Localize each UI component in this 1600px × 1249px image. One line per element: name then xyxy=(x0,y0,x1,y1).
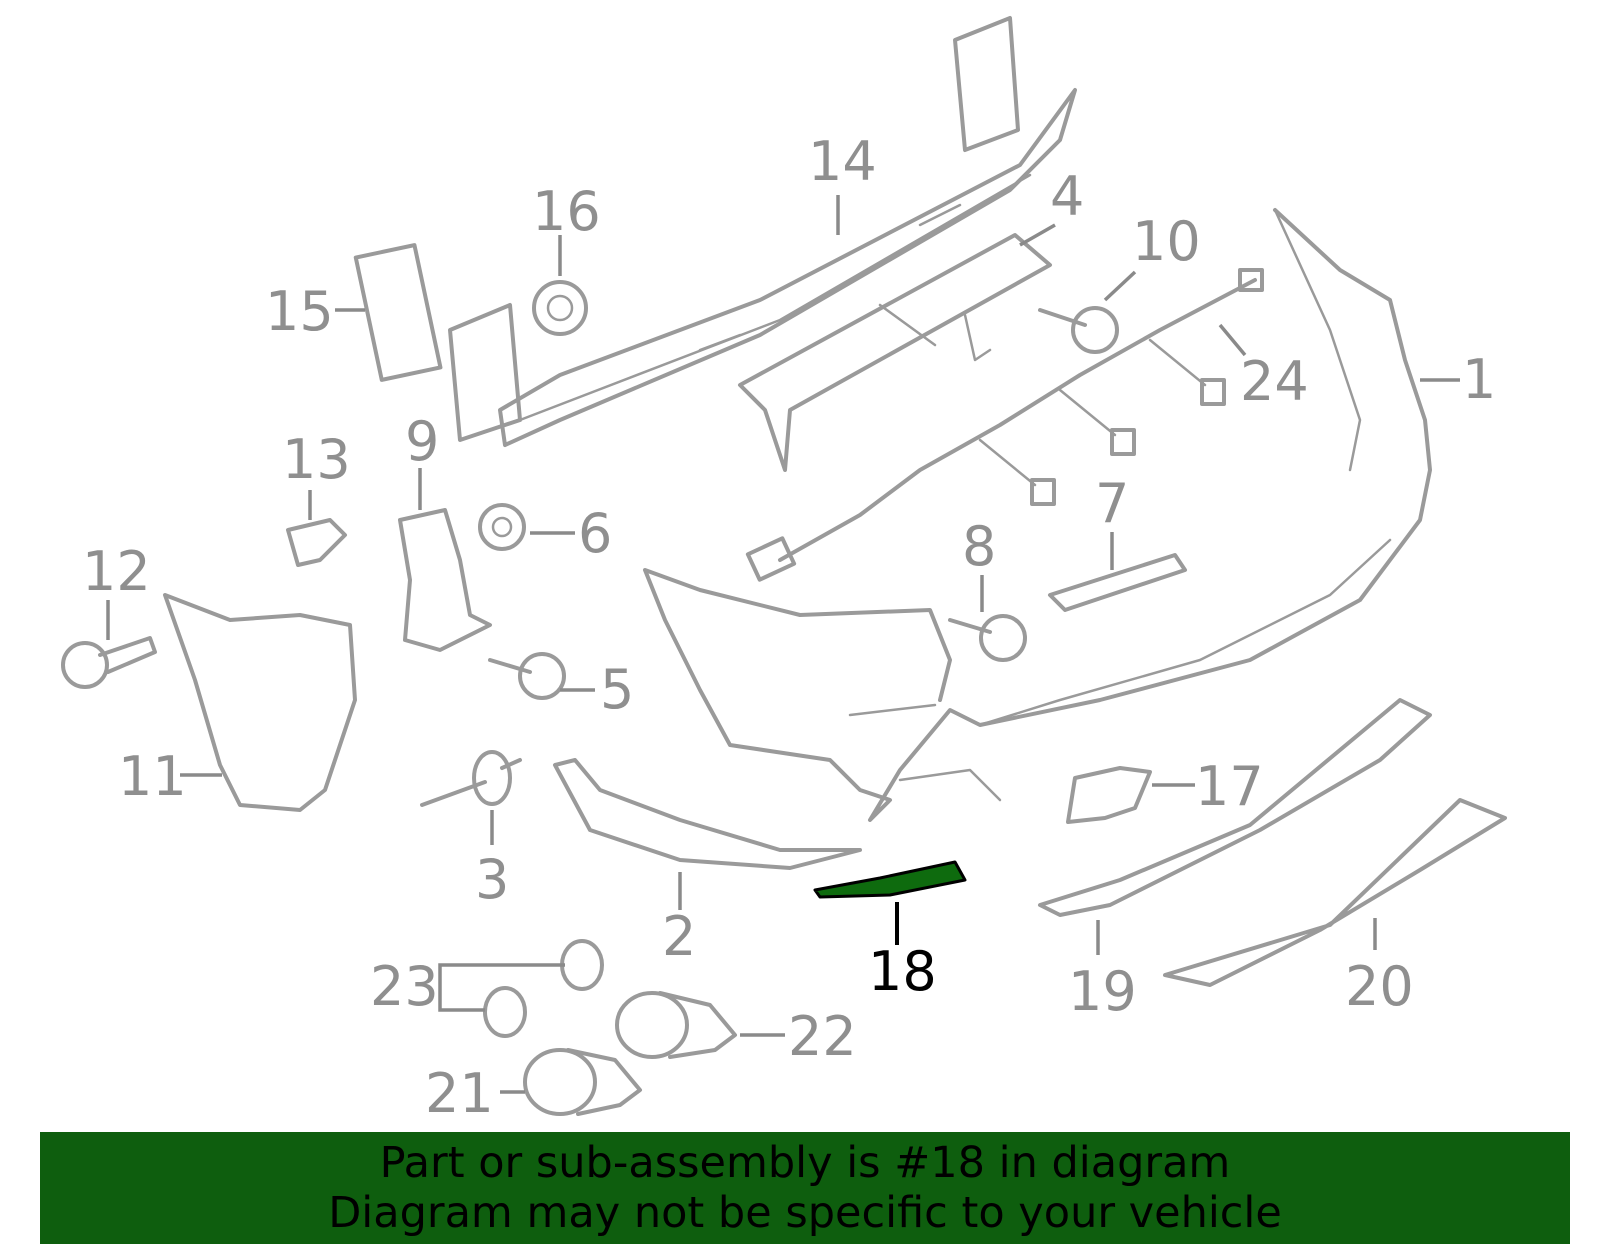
callout-7: 7 xyxy=(1095,472,1129,535)
banner-line-2: Diagram may not be specific to your vehi… xyxy=(328,1188,1282,1238)
callout-18: 18 xyxy=(868,940,937,1003)
part-23-grommets xyxy=(483,939,604,1038)
callout-12: 12 xyxy=(82,540,151,603)
part-7-trim-strip xyxy=(1048,553,1187,612)
callout-13: 13 xyxy=(282,428,351,491)
callout-1: 1 xyxy=(1462,348,1496,411)
part-15-plate xyxy=(353,243,443,382)
callout-14: 14 xyxy=(808,130,877,193)
callout-6: 6 xyxy=(578,502,612,565)
callout-5: 5 xyxy=(600,658,634,721)
callout-2: 2 xyxy=(662,905,696,968)
part-11-side-bracket xyxy=(163,593,357,812)
part-20-lower-panel xyxy=(1163,798,1507,987)
callout-23: 23 xyxy=(370,955,439,1018)
callout-21: 21 xyxy=(425,1062,494,1125)
leader-24 xyxy=(1218,323,1247,357)
callout-9: 9 xyxy=(405,410,439,473)
part-8-bolt xyxy=(948,614,1027,662)
info-banner: Part or sub-assembly is #18 in diagram D… xyxy=(40,1132,1570,1244)
leader-23 xyxy=(438,963,565,988)
callout-3: 3 xyxy=(475,848,509,911)
callout-19: 19 xyxy=(1068,960,1137,1023)
part-9-bracket xyxy=(398,508,492,652)
part-14-reinforcement-beam xyxy=(448,16,1077,447)
part-17-cover xyxy=(1066,766,1152,824)
callout-8: 8 xyxy=(962,515,996,578)
part-13-clip xyxy=(286,518,347,567)
callout-16: 16 xyxy=(532,180,601,243)
banner-line-1: Part or sub-assembly is #18 in diagram xyxy=(379,1138,1231,1188)
part-22-exhaust-tip xyxy=(615,991,737,1059)
leader-lines xyxy=(106,195,1460,1094)
callout-15: 15 xyxy=(265,280,334,343)
callout-11: 11 xyxy=(118,745,187,808)
callout-labels: 14 16 15 4 10 24 1 13 9 6 7 8 12 11 5 3 … xyxy=(82,130,1496,1125)
leader-23b xyxy=(438,988,485,1012)
part-3-push-pin xyxy=(420,750,522,807)
part-19-diffuser xyxy=(1038,698,1432,917)
callout-24: 24 xyxy=(1240,350,1309,413)
callout-10: 10 xyxy=(1132,210,1201,273)
part-12-bolt xyxy=(61,636,157,689)
part-16-nut xyxy=(532,280,588,336)
part-6-nut xyxy=(478,503,526,551)
part-18-highlighted-strip xyxy=(813,860,967,899)
leader-10 xyxy=(1103,270,1137,302)
part-1-bumper-cover xyxy=(643,208,1432,822)
callout-22: 22 xyxy=(788,1005,857,1068)
leader-4 xyxy=(1019,223,1056,247)
callout-20: 20 xyxy=(1345,955,1414,1018)
callout-17: 17 xyxy=(1195,755,1264,818)
part-4-bracket xyxy=(738,233,1052,472)
callout-4: 4 xyxy=(1050,165,1084,228)
part-5-bolt xyxy=(488,652,566,700)
part-21-exhaust-tip xyxy=(523,1048,642,1116)
part-2-lower-trim xyxy=(553,758,862,870)
part-24-wiring-harness xyxy=(745,268,1264,582)
part-10-bolt xyxy=(1038,306,1119,354)
